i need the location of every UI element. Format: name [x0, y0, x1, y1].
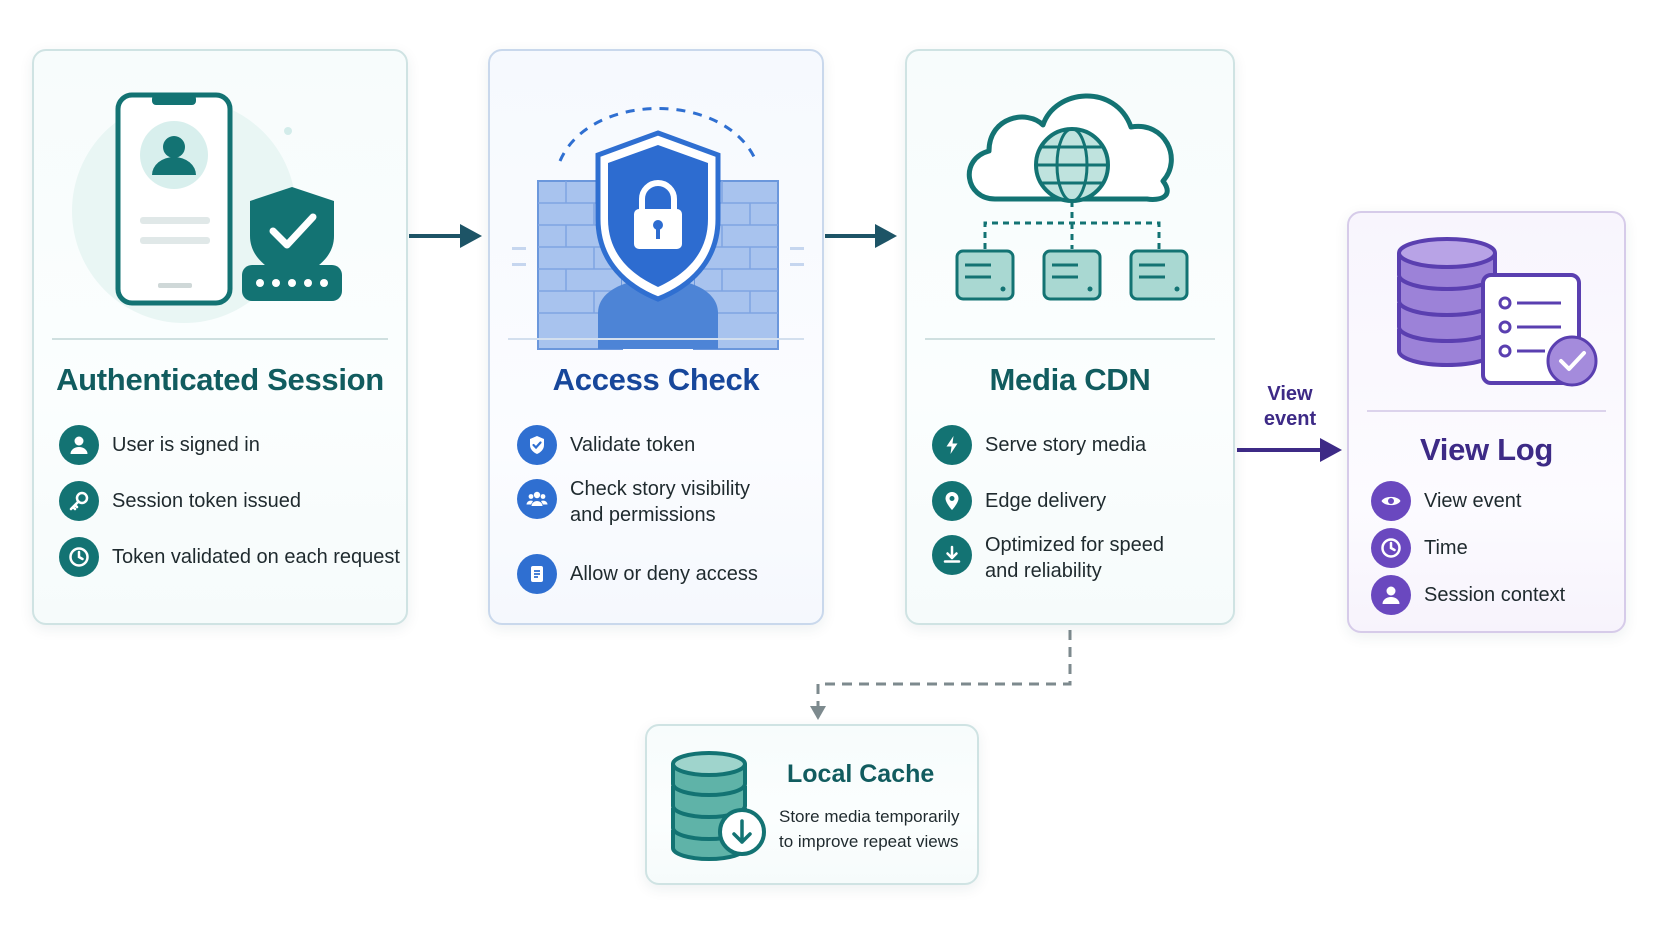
shield-lock-firewall-illustration [512, 107, 804, 350]
list-item: View event [1371, 481, 1521, 521]
list-item-label: Check story visibility and permissions [570, 478, 751, 526]
card-title: Media CDN [989, 362, 1151, 397]
list-item: Serve story media [932, 425, 1146, 465]
card-divider [508, 338, 804, 340]
card-divider [52, 338, 388, 340]
list-item-label: Edge delivery [985, 490, 1107, 512]
list-item-label: Validate token [570, 434, 696, 456]
cache-description: Store media temporarily to improve repea… [779, 807, 960, 851]
database-download-icon [671, 751, 766, 861]
list-item-label: Session token issued [112, 490, 302, 512]
list-item-label: View event [1424, 490, 1522, 512]
location-pin-icon [932, 481, 972, 521]
list-item: Edge delivery [932, 481, 1106, 521]
arrow-cdn-to-cache [810, 630, 1072, 720]
arrow-cdn-to-viewlog [1237, 438, 1342, 462]
arrow-label-view-event: View event [1263, 383, 1317, 430]
card-access-check: Access Check Validate token Check story … [488, 49, 824, 625]
user-icon [59, 425, 99, 465]
phone-shield-illustration [72, 92, 342, 323]
list-item-label: Session context [1424, 584, 1566, 606]
group-icon [517, 479, 557, 519]
database-checklist-illustration [1397, 237, 1598, 387]
list-item: User is signed in [59, 425, 260, 465]
arrow-access-to-cdn [825, 224, 897, 248]
list-item-label: Allow or deny access [570, 563, 758, 585]
list-item: Session token issued [59, 481, 301, 521]
card-divider [1367, 410, 1606, 412]
card-view-log: View Log View event Time Session context [1347, 211, 1626, 633]
card-divider [925, 338, 1215, 340]
list-item-label: Time [1424, 537, 1468, 559]
cloud-globe-servers-illustration [955, 93, 1189, 301]
cache-title: Local Cache [787, 760, 935, 788]
list-item-label: Optimized for speed and reliability [985, 534, 1164, 582]
user-icon [1371, 575, 1411, 615]
card-title: Access Check [552, 362, 760, 397]
list-item: Token validated on each request [59, 537, 400, 577]
list-item: Allow or deny access [517, 554, 758, 594]
clock-icon [1371, 528, 1411, 568]
shield-check-icon [517, 425, 557, 465]
key-icon [59, 481, 99, 521]
card-local-cache: Local Cache Store media temporarily to i… [645, 724, 979, 885]
card-title: Authenticated Session [56, 362, 384, 397]
card-title: View Log [1419, 432, 1554, 467]
list-item-label: Token validated on each request [112, 546, 400, 568]
lightning-icon [932, 425, 972, 465]
card-media-cdn: Media CDN Serve story media Edge deliver… [905, 49, 1235, 625]
card-authenticated-session: Authenticated Session User is signed in … [32, 49, 408, 625]
list-item: Validate token [517, 425, 695, 465]
list-item: Session context [1371, 575, 1565, 615]
list-item: Check story visibility and permissions [517, 478, 775, 528]
list-item-label: User is signed in [112, 434, 260, 456]
list-item: Optimized for speed and reliability [932, 534, 1185, 584]
list-item: Time [1371, 528, 1468, 568]
clock-icon [59, 537, 99, 577]
list-item-label: Serve story media [985, 434, 1147, 456]
eye-icon [1371, 481, 1411, 521]
download-icon [932, 535, 972, 575]
arrow-session-to-access [409, 224, 482, 248]
document-icon [517, 554, 557, 594]
